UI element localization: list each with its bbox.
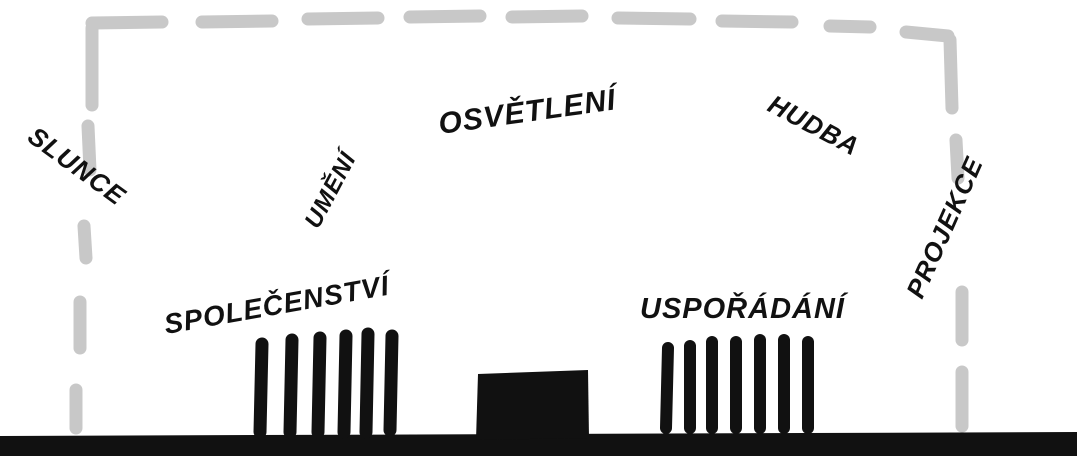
left-column	[344, 336, 346, 432]
left-column	[318, 338, 320, 432]
label-spolecenstvi: SPOLEČENSTVÍ	[161, 268, 395, 340]
label-osvetleni: OSVĚTLENÍ	[436, 82, 622, 141]
right-column	[666, 348, 668, 428]
label-hudba: HUDBA	[763, 89, 864, 162]
left-column	[390, 336, 392, 430]
dashed-frame	[76, 16, 962, 428]
right-columns	[666, 340, 808, 428]
label-projekce: PROJEKCE	[900, 152, 989, 302]
left-column	[366, 334, 368, 432]
label-slunce: SLUNCE	[22, 121, 131, 212]
left-column	[290, 340, 292, 432]
label-usporadani: USPOŘÁDÁNÍ	[640, 291, 849, 325]
label-umeni: UMĚNÍ	[299, 144, 364, 233]
left-columns	[260, 334, 392, 432]
left-column	[260, 344, 262, 432]
center-block	[476, 370, 589, 440]
